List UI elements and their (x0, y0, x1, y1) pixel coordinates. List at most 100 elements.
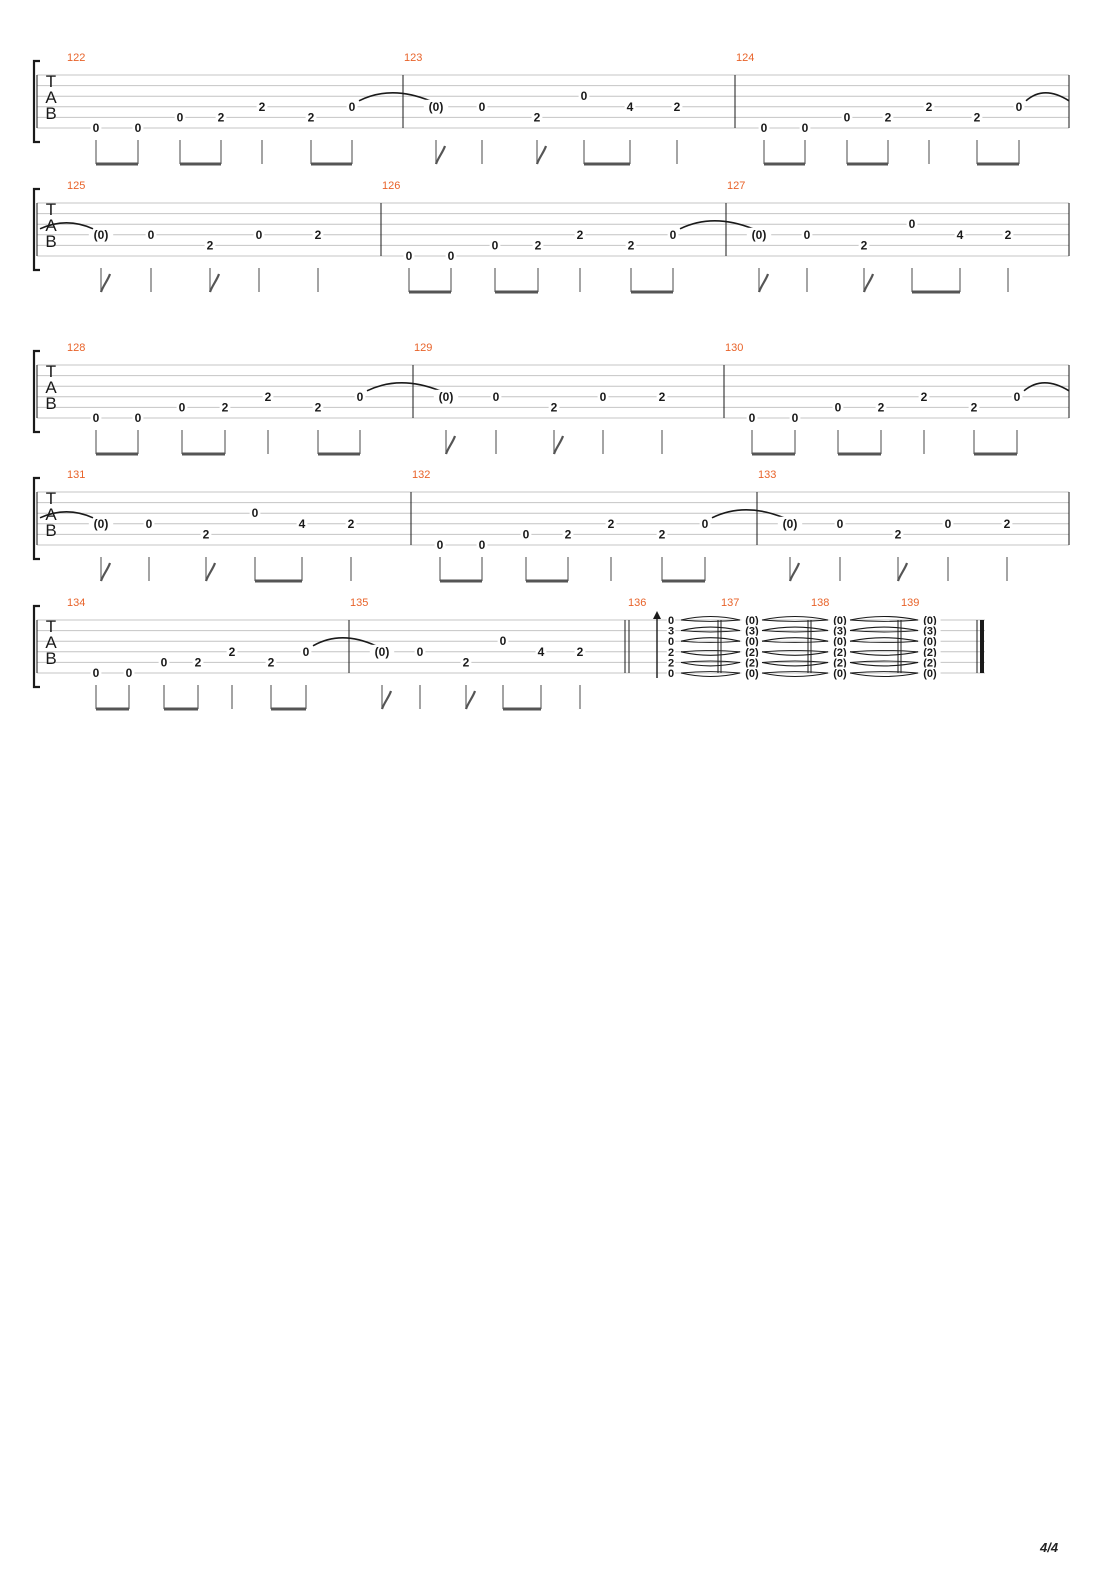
tie-arc (761, 649, 829, 653)
fret-background (829, 614, 851, 626)
tie-arc (761, 651, 829, 656)
fret-number: 2 (195, 655, 202, 669)
tab-clef-letter: A (45, 378, 57, 397)
fret-background (312, 227, 324, 242)
fret-background (624, 99, 636, 114)
fret-number: 0 (668, 615, 674, 627)
note-flag (464, 690, 477, 710)
system-bracket (32, 59, 40, 144)
fret-background (789, 411, 801, 425)
measure-number: 130 (725, 342, 743, 354)
fret-background (253, 227, 265, 242)
fret-number: (0) (745, 668, 759, 680)
tab-clef-letter: A (45, 633, 57, 652)
tie-arc (849, 626, 919, 632)
tie-arc (680, 661, 741, 667)
tie-arc (761, 637, 829, 642)
fret-background (942, 516, 954, 531)
measure-number: 126 (382, 180, 400, 192)
system-bracket (32, 349, 40, 434)
fret-background (919, 656, 941, 668)
fret-background (834, 516, 846, 531)
fret-number: (2) (833, 647, 847, 659)
tie-arc (680, 660, 741, 663)
tie-arc (366, 382, 441, 392)
fret-background (192, 655, 204, 670)
fret-number: 2 (315, 228, 322, 242)
fret-number: 4 (957, 228, 964, 242)
fret-background (265, 655, 277, 670)
fret-number: 2 (268, 655, 275, 669)
fret-background (801, 227, 813, 242)
fret-background (671, 99, 683, 114)
tab-clef-letter: T (46, 489, 56, 508)
fret-number: 2 (463, 655, 470, 669)
fret-background (226, 644, 238, 659)
measure-number: 132 (412, 469, 430, 481)
tie-arc (761, 660, 829, 663)
note-flag (552, 435, 565, 455)
fret-number: 0 (1016, 100, 1023, 114)
tie-arc (680, 671, 741, 674)
note-flag (535, 145, 548, 165)
fret-number: 2 (668, 657, 674, 669)
fret-number: (2) (833, 657, 847, 669)
measure-number: 128 (67, 342, 85, 354)
fret-number: 3 (668, 626, 674, 638)
fret-background (574, 644, 586, 659)
fret-background (919, 635, 941, 647)
fret-background (656, 527, 668, 542)
fret-background (919, 625, 941, 637)
fret-number: 2 (535, 238, 542, 252)
tie-arc (358, 92, 431, 102)
fret-number: 2 (628, 238, 635, 252)
fret-background (829, 646, 851, 658)
fret-number: 2 (315, 400, 322, 414)
tab-clef-letter: T (46, 72, 56, 91)
fret-background (256, 99, 268, 114)
fret-number: 0 (479, 100, 486, 114)
tab-clef-letter: B (45, 521, 56, 540)
fret-number: 0 (252, 506, 259, 520)
tab-clef-letter: A (45, 88, 57, 107)
tie-arc (1023, 382, 1070, 392)
tie-arc (680, 640, 741, 644)
tie-arc (849, 660, 919, 663)
fret-background (531, 110, 543, 125)
tie-arc (680, 649, 741, 653)
fret-background (875, 400, 887, 415)
tie-arc (849, 619, 919, 622)
tab-clef-letter: B (45, 394, 56, 413)
fret-background (829, 625, 851, 637)
measure-number: 123 (404, 52, 422, 64)
fret-number: (0) (833, 636, 847, 648)
tie-arc (39, 222, 94, 230)
fret-number: (0) (745, 615, 759, 627)
fret-background (346, 99, 358, 114)
fret-background (667, 227, 679, 242)
fret-number: 4 (299, 517, 306, 531)
fret-number: 0 (406, 249, 413, 263)
fret-number: 0 (303, 645, 310, 659)
fret-number: 0 (802, 121, 809, 135)
fret-number: 0 (945, 517, 952, 531)
fret-background (433, 389, 459, 404)
fret-number: 0 (600, 390, 607, 404)
fret-background (1011, 389, 1023, 404)
tie-arc (761, 619, 829, 622)
fret-number: 2 (265, 390, 272, 404)
fret-background (578, 89, 590, 104)
fret-background (305, 110, 317, 125)
fret-background (1002, 227, 1014, 242)
fret-number: 0 (804, 228, 811, 242)
fret-background (656, 389, 668, 404)
tie-arc (761, 615, 829, 621)
fret-number: 2 (674, 100, 681, 114)
fret-number: 0 (670, 228, 677, 242)
fret-number: 2 (926, 100, 933, 114)
tie-arc (680, 651, 741, 656)
measure-number: 127 (727, 180, 745, 192)
fret-background (345, 516, 357, 531)
